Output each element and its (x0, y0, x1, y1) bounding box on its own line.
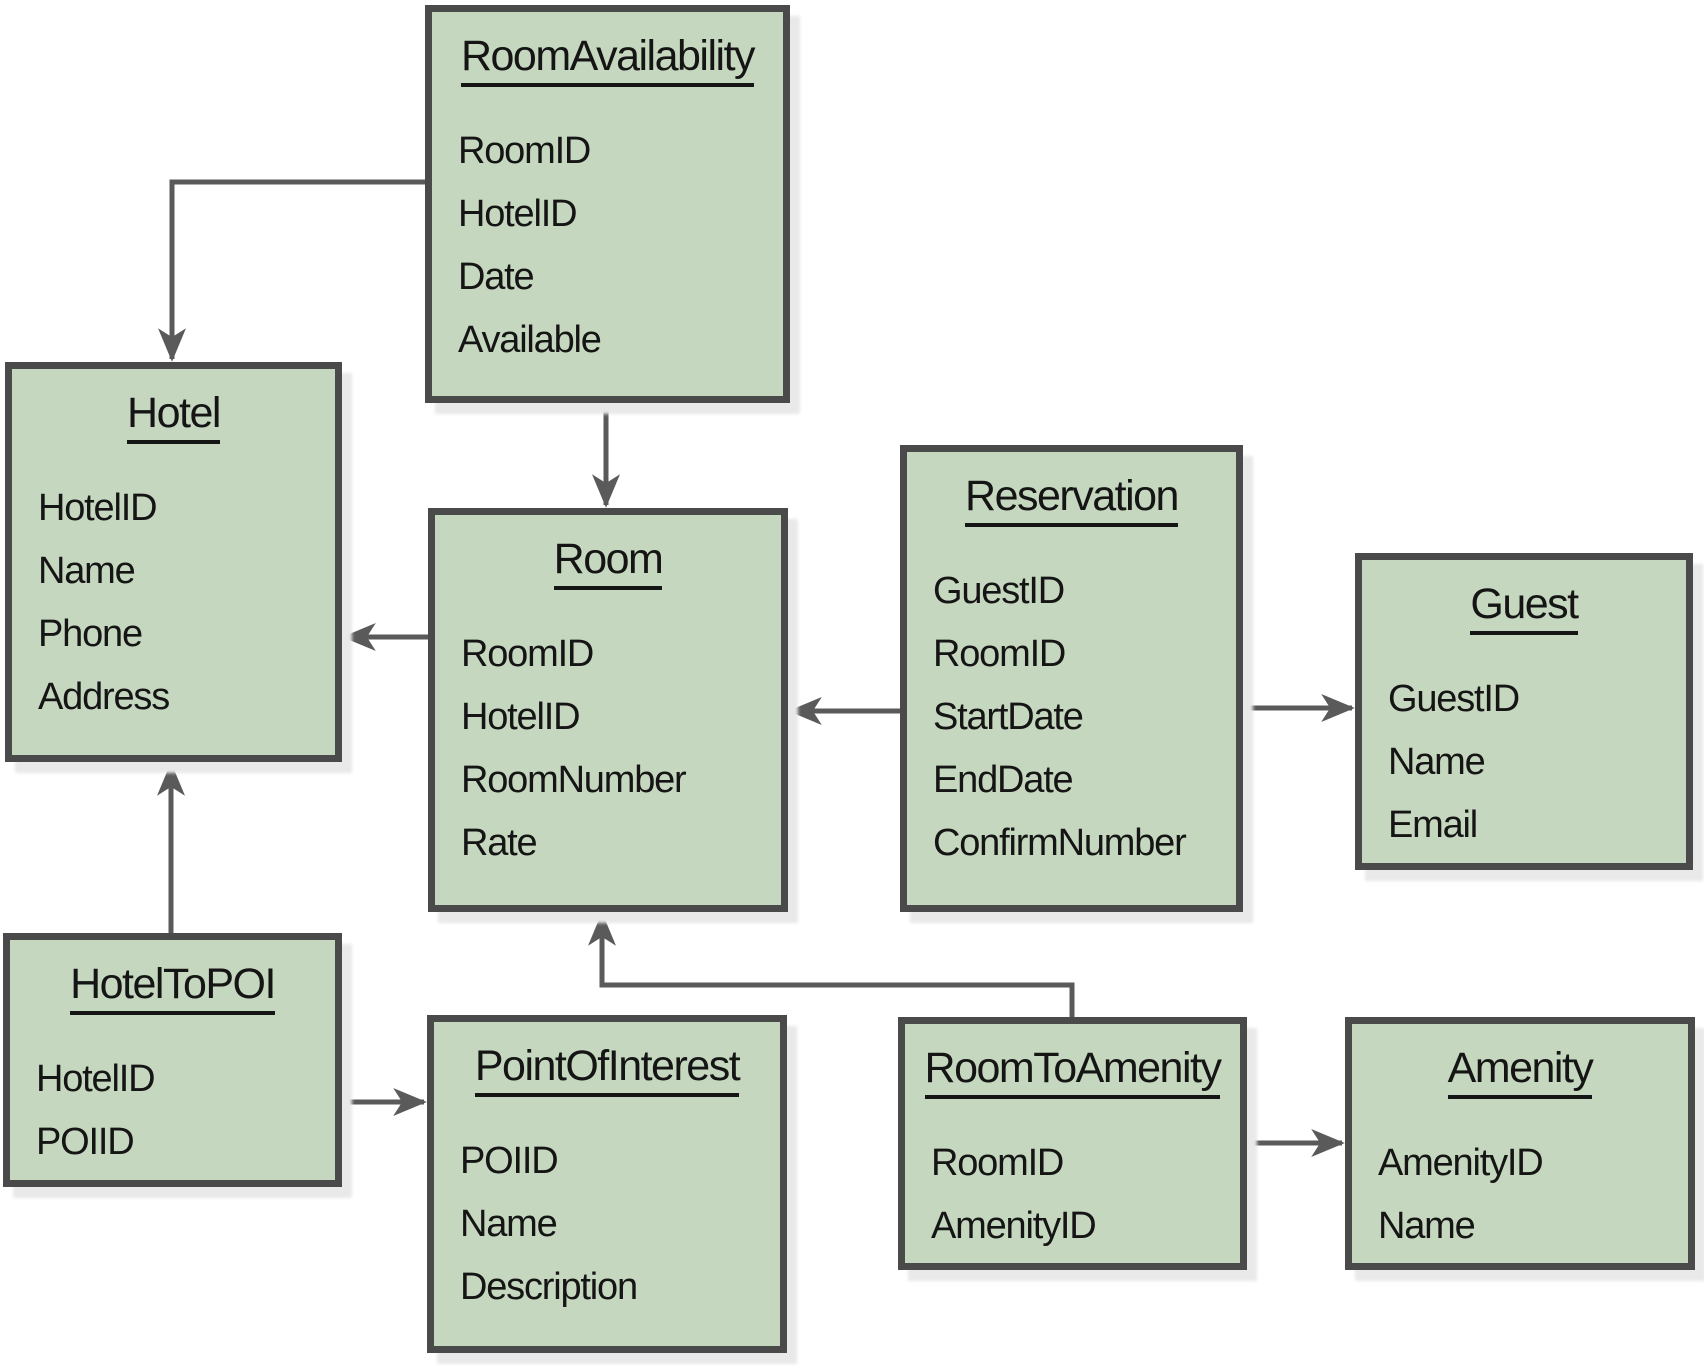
entity-title-text: HotelToPOI (70, 960, 276, 1015)
connector-room-availability-to-hotel (158, 179, 425, 362)
entity-title-text: Guest (1470, 580, 1579, 635)
field-confirmnumber: ConfirmNumber (933, 822, 1187, 864)
field-email: Email (1388, 804, 1478, 846)
field-roomnumber: RoomNumber (461, 759, 687, 801)
field-poiid: POIID (460, 1140, 559, 1182)
field-hotelid: HotelID (38, 487, 158, 529)
entity-title-text: Reservation (965, 472, 1179, 527)
field-date: Date (458, 256, 535, 298)
field-name: Name (38, 550, 136, 592)
field-hotelid: HotelID (461, 696, 581, 738)
entity-field-list: HotelID POIID (10, 1048, 335, 1174)
entity-title-point-of-interest: PointOfInterest (434, 1042, 780, 1097)
field-hotelid: HotelID (458, 193, 578, 235)
entity-title-hotel: Hotel (12, 389, 335, 444)
entity-title-text: RoomAvailability (460, 32, 756, 87)
entity-title-guest: Guest (1362, 580, 1686, 635)
field-name: Name (1388, 741, 1486, 783)
entity-hotel-to-poi: HotelToPOI HotelID POIID (3, 933, 342, 1187)
entity-field-list: AmenityID Name (1352, 1132, 1688, 1258)
connector-room-to-amenity-to-room (588, 912, 1075, 1017)
field-name: Name (1378, 1205, 1476, 1247)
field-rate: Rate (461, 822, 538, 864)
entity-title-room-to-amenity: RoomToAmenity (905, 1044, 1240, 1099)
field-available: Available (458, 319, 602, 361)
entity-title-text: Hotel (127, 389, 221, 444)
entity-field-list: RoomID AmenityID (905, 1132, 1240, 1258)
field-address: Address (38, 676, 170, 718)
entity-title-amenity: Amenity (1352, 1044, 1688, 1099)
entity-title-reservation: Reservation (907, 472, 1236, 527)
entity-title-text: Room (553, 535, 664, 590)
field-startdate: StartDate (933, 696, 1084, 738)
entity-title-text: RoomToAmenity (924, 1044, 1222, 1099)
field-hotelid: HotelID (36, 1058, 156, 1100)
entity-title-room-availability: RoomAvailability (432, 32, 783, 87)
field-roomid: RoomID (931, 1142, 1064, 1184)
field-roomid: RoomID (461, 633, 594, 675)
field-amenityid: AmenityID (931, 1205, 1097, 1247)
field-guestid: GuestID (933, 570, 1065, 612)
field-phone: Phone (38, 613, 143, 655)
entity-title-text: PointOfInterest (474, 1042, 741, 1097)
field-roomid: RoomID (458, 130, 591, 172)
field-enddate: EndDate (933, 759, 1074, 801)
field-poiid: POIID (36, 1121, 135, 1163)
entity-title-text: Amenity (1447, 1044, 1594, 1099)
field-amenityid: AmenityID (1378, 1142, 1544, 1184)
field-description: Description (460, 1266, 638, 1308)
entity-title-hotel-to-poi: HotelToPOI (10, 960, 335, 1015)
entity-title-room: Room (435, 535, 781, 590)
field-guestid: GuestID (1388, 678, 1520, 720)
field-name: Name (460, 1203, 558, 1245)
field-roomid: RoomID (933, 633, 1066, 675)
